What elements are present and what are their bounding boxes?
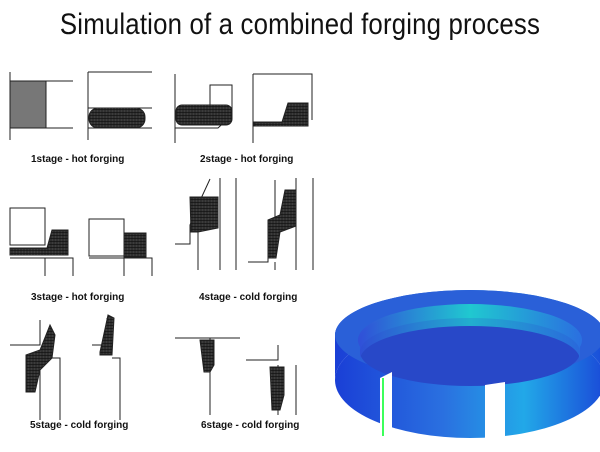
stage-1-drawing	[9, 71, 152, 140]
stage-5-caption: 5stage - cold forging	[30, 420, 129, 431]
stage-4-drawing	[175, 178, 314, 270]
ring-3d-render	[335, 290, 600, 445]
stage-4-caption: 4stage - cold forging	[199, 292, 298, 303]
stage-1-caption: 1stage - hot forging	[31, 154, 125, 165]
stage-6-drawing	[175, 337, 297, 415]
stage-2-caption: 2stage - hot forging	[200, 154, 294, 165]
stage-2-drawing	[174, 73, 313, 143]
stage-6-caption: 6stage - cold forging	[201, 420, 300, 431]
slide-title: Simulation of a combined forging process	[59, 8, 541, 41]
stage-5-drawing	[10, 314, 121, 420]
stage-3-caption: 3stage - hot forging	[31, 292, 125, 303]
stage-3-drawing	[9, 207, 153, 276]
